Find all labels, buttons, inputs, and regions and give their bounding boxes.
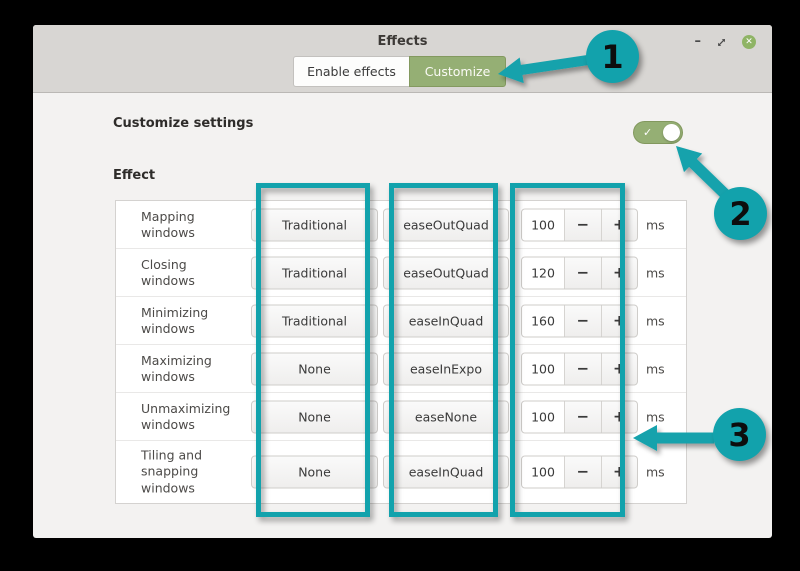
- toggle-knob: [663, 124, 680, 141]
- style-dropdown[interactable]: None: [251, 352, 378, 385]
- style-dropdown[interactable]: None: [251, 400, 378, 433]
- table-row-unmaximizing-windows: Unmaximizing windows None easeNone 100 −…: [116, 393, 686, 441]
- easing-dropdown[interactable]: easeOutQuad: [383, 256, 509, 289]
- effect-name: Minimizing windows: [141, 304, 209, 336]
- table-row-closing-windows: Closing windows Traditional easeOutQuad …: [116, 249, 686, 297]
- table-row-mapping-windows: Mapping windows Traditional easeOutQuad …: [116, 201, 686, 249]
- decrement-button[interactable]: −: [565, 257, 602, 288]
- duration-spinner: 120 − +: [521, 256, 638, 289]
- duration-input[interactable]: 100: [522, 456, 565, 488]
- highlight-rect-easing-column: [389, 183, 498, 517]
- style-dropdown[interactable]: Traditional: [251, 256, 378, 289]
- effects-window: Effects – ✕ Enabl: [33, 25, 772, 538]
- effect-name: Closing windows: [141, 256, 195, 288]
- duration-spinner: 100 − +: [521, 352, 638, 385]
- decrement-button[interactable]: −: [565, 401, 602, 432]
- easing-dropdown[interactable]: easeInExpo: [383, 352, 509, 385]
- unit-label: ms: [646, 361, 665, 376]
- easing-dropdown[interactable]: easeInQuad: [383, 304, 509, 337]
- duration-input[interactable]: 160: [522, 305, 565, 336]
- effect-name: Maximizing windows: [141, 352, 212, 384]
- close-button[interactable]: ✕: [742, 35, 756, 49]
- close-icon: ✕: [745, 37, 753, 47]
- restore-button[interactable]: [716, 37, 727, 48]
- effect-name: Mapping windows: [141, 208, 195, 240]
- effect-name: Unmaximizing windows: [141, 400, 231, 432]
- callout-circle-1: 1: [586, 30, 639, 83]
- callout-circle-3: 3: [713, 408, 766, 461]
- table-row-maximizing-windows: Maximizing windows None easeInExpo 100 −…: [116, 345, 686, 393]
- unit-label: ms: [646, 464, 665, 480]
- tab-customize[interactable]: Customize: [409, 56, 506, 87]
- check-icon: ✓: [643, 126, 653, 139]
- duration-spinner: 100 − +: [521, 455, 638, 489]
- effect-column-header: Effect: [113, 168, 156, 183]
- minimize-button[interactable]: –: [694, 34, 702, 49]
- titlebar: Effects – ✕ Enabl: [33, 25, 772, 93]
- style-dropdown[interactable]: None: [251, 455, 378, 489]
- customize-settings-toggle[interactable]: ✓: [633, 121, 683, 144]
- easing-dropdown[interactable]: easeOutQuad: [383, 208, 509, 241]
- decrement-button[interactable]: −: [565, 209, 602, 240]
- duration-input[interactable]: 120: [522, 257, 565, 288]
- highlight-rect-duration-column: [510, 183, 625, 517]
- duration-spinner: 100 − +: [521, 208, 638, 241]
- style-dropdown[interactable]: Traditional: [251, 304, 378, 337]
- tab-switcher: Enable effects Customize: [293, 56, 506, 87]
- decrement-button[interactable]: −: [565, 456, 602, 488]
- effect-name: Tiling and snapping windows: [141, 447, 203, 496]
- duration-input[interactable]: 100: [522, 353, 565, 384]
- table-row-tiling-snapping-windows: Tiling and snapping windows None easeInQ…: [116, 441, 686, 503]
- easing-dropdown[interactable]: easeNone: [383, 400, 509, 433]
- window-title: Effects: [377, 34, 428, 49]
- restore-icon: [716, 37, 727, 48]
- callout-circle-2: 2: [714, 187, 767, 240]
- duration-input[interactable]: 100: [522, 209, 565, 240]
- table-row-minimizing-windows: Minimizing windows Traditional easeInQua…: [116, 297, 686, 345]
- decrement-button[interactable]: −: [565, 353, 602, 384]
- window-controls: – ✕: [694, 33, 756, 51]
- unit-label: ms: [646, 217, 665, 232]
- duration-input[interactable]: 100: [522, 401, 565, 432]
- effects-table: Mapping windows Traditional easeOutQuad …: [115, 200, 687, 504]
- duration-spinner: 160 − +: [521, 304, 638, 337]
- unit-label: ms: [646, 313, 665, 328]
- unit-label: ms: [646, 409, 665, 424]
- decrement-button[interactable]: −: [565, 305, 602, 336]
- easing-dropdown[interactable]: easeInQuad: [383, 455, 509, 489]
- customize-settings-label: Customize settings: [113, 116, 254, 131]
- tab-enable-effects[interactable]: Enable effects: [293, 56, 409, 87]
- unit-label: ms: [646, 265, 665, 280]
- highlight-rect-style-column: [256, 183, 370, 517]
- style-dropdown[interactable]: Traditional: [251, 208, 378, 241]
